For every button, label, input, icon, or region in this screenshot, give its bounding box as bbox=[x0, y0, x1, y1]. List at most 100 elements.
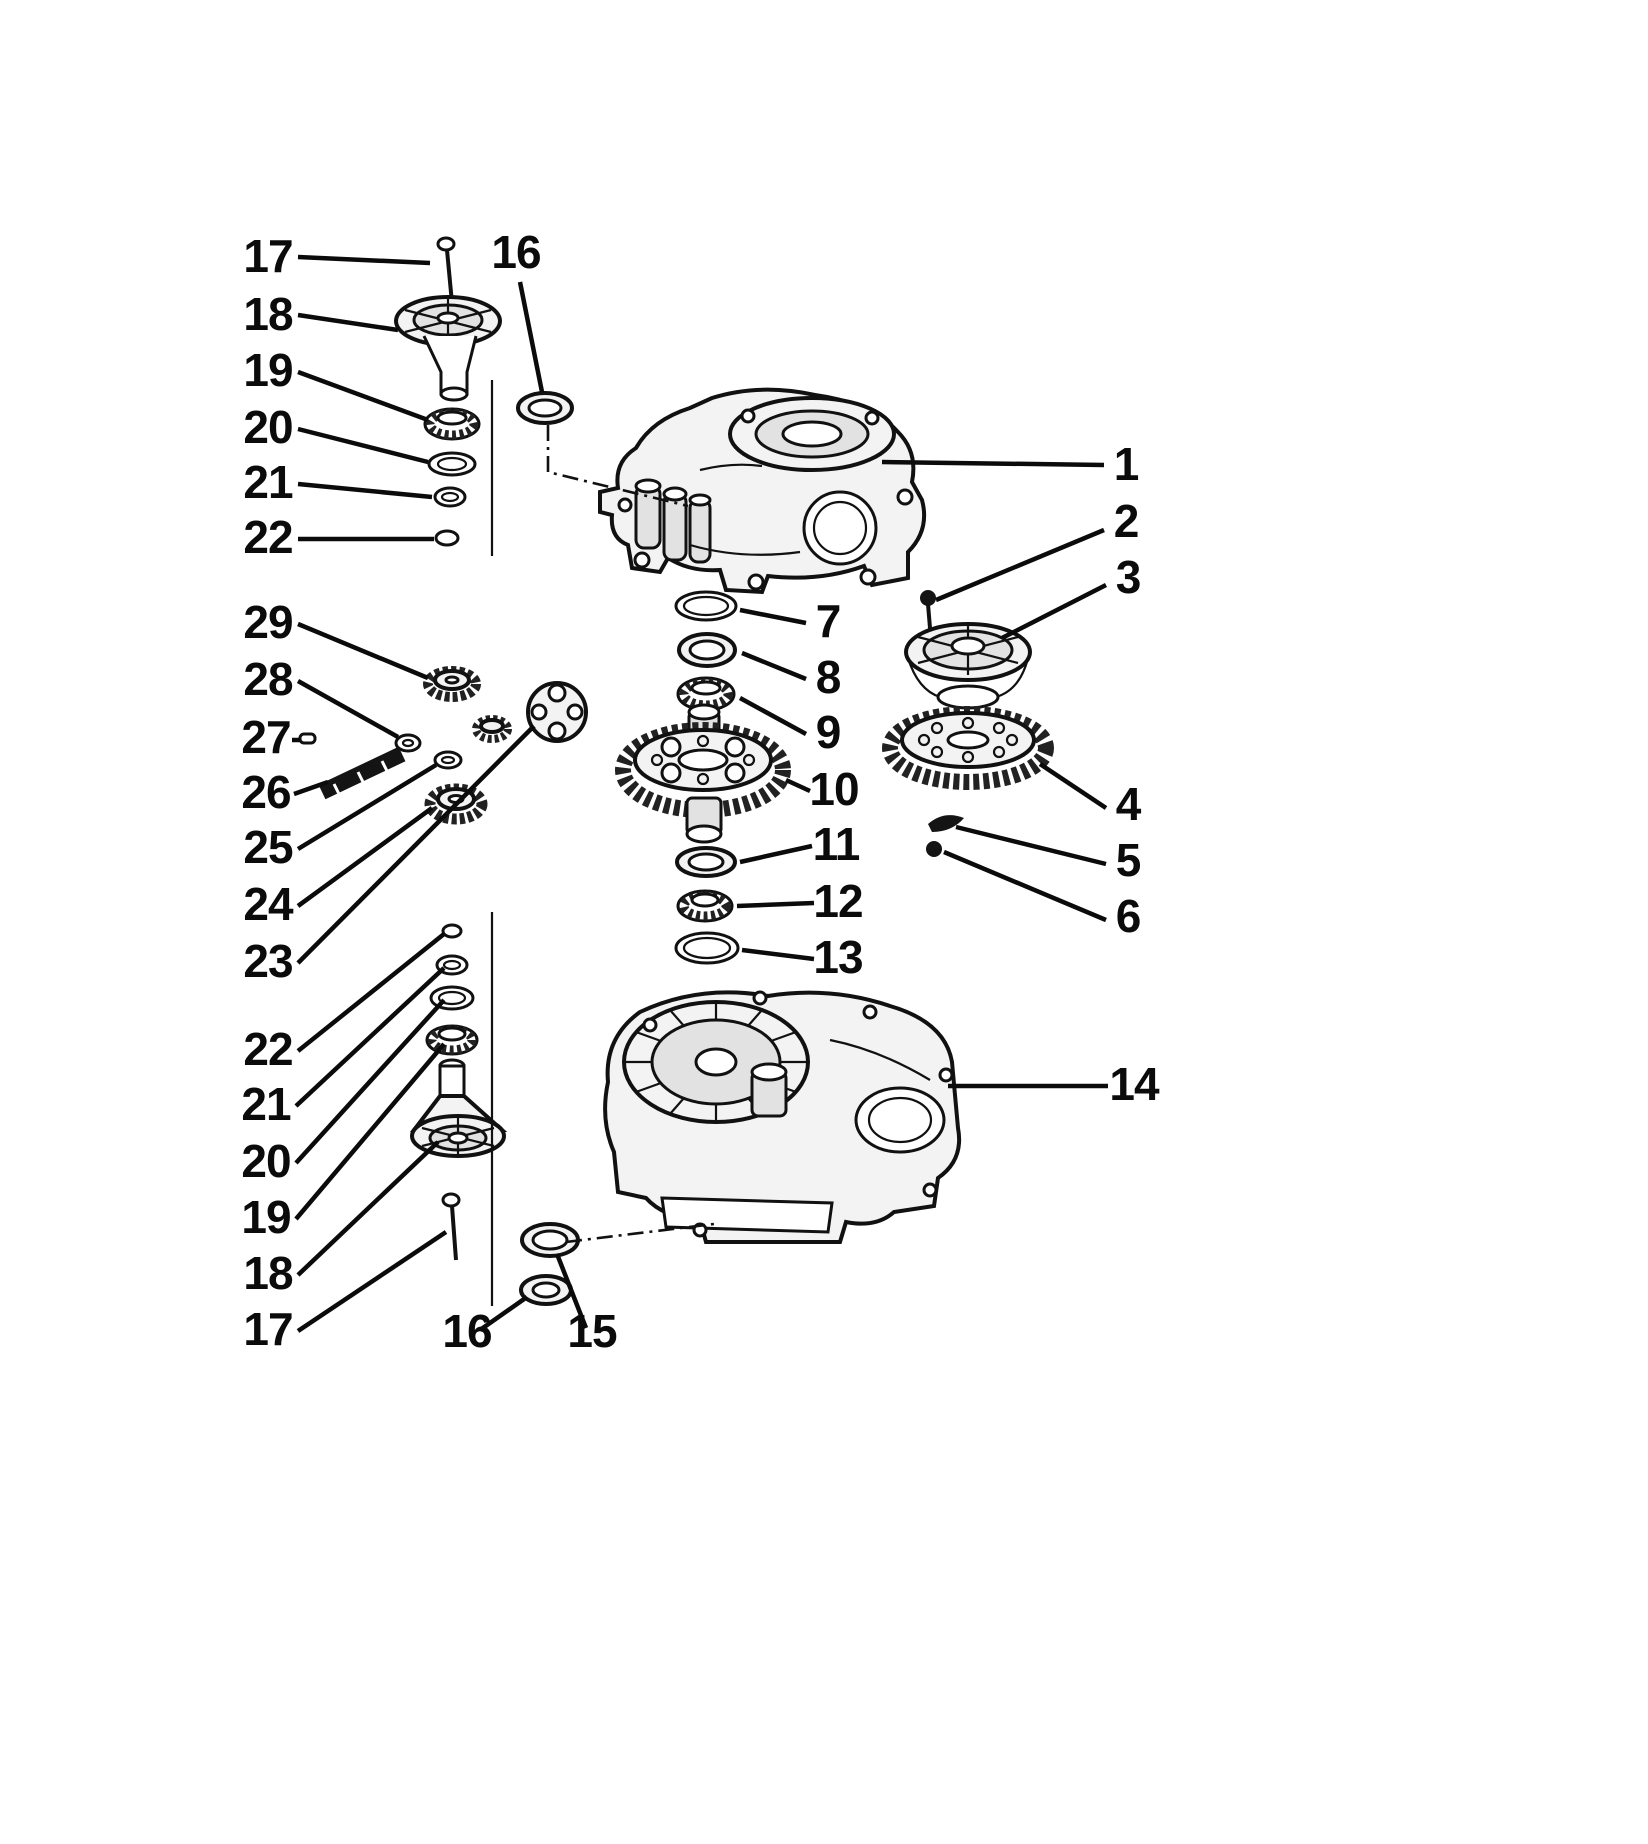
callout-16-top: 16 bbox=[491, 226, 545, 393]
drive-flange-18-upper bbox=[394, 295, 502, 402]
svg-text:20: 20 bbox=[241, 1135, 290, 1187]
callout-6: 6 bbox=[943, 849, 1141, 942]
callout-27: 27 bbox=[241, 711, 300, 763]
washer-22-lower bbox=[441, 923, 463, 939]
thrust-washer-28 bbox=[394, 733, 422, 753]
svg-text:29: 29 bbox=[243, 596, 292, 648]
drive-flange-18-lower bbox=[409, 1058, 508, 1158]
bearing-12 bbox=[676, 889, 734, 923]
seal-16-lower bbox=[519, 1274, 573, 1306]
callout-15-bottom: 15 bbox=[554, 1253, 618, 1357]
seal-15 bbox=[520, 1222, 580, 1258]
bolt-17-lower bbox=[441, 1192, 461, 1261]
svg-text:17: 17 bbox=[243, 230, 292, 282]
callout-21-top: 21 bbox=[243, 456, 433, 508]
svg-text:13: 13 bbox=[813, 931, 862, 983]
svg-text:3: 3 bbox=[1116, 551, 1141, 603]
svg-text:21: 21 bbox=[241, 1078, 291, 1130]
svg-text:20: 20 bbox=[243, 401, 292, 453]
callout-5: 5 bbox=[955, 824, 1142, 886]
callout-10: 10 bbox=[785, 763, 860, 815]
svg-text:19: 19 bbox=[243, 344, 292, 396]
ring-gear-4 bbox=[882, 706, 1054, 790]
callout-16-bottom: 16 bbox=[442, 1295, 529, 1357]
callout-20-top: 20 bbox=[243, 401, 429, 465]
callout-20-bottom: 20 bbox=[241, 998, 446, 1187]
svg-text:17: 17 bbox=[243, 1303, 292, 1355]
axis-line-top bbox=[546, 425, 689, 508]
callout-26: 26 bbox=[241, 766, 329, 818]
svg-text:4: 4 bbox=[1116, 778, 1142, 830]
svg-text:12: 12 bbox=[813, 875, 862, 927]
svg-text:16: 16 bbox=[442, 1305, 491, 1357]
lower-flange-stack bbox=[409, 912, 715, 1306]
right-assembly bbox=[882, 590, 1054, 857]
callout-7: 7 bbox=[739, 595, 841, 647]
seal-11 bbox=[675, 846, 737, 878]
shim-ring-13 bbox=[674, 931, 740, 965]
callout-28: 28 bbox=[243, 653, 400, 739]
callout-3: 3 bbox=[1000, 551, 1141, 641]
callout-9: 9 bbox=[738, 696, 841, 758]
callout-14: 14 bbox=[948, 1058, 1161, 1110]
svg-text:2: 2 bbox=[1114, 495, 1139, 547]
callout-19-top: 19 bbox=[243, 344, 429, 423]
svg-text:25: 25 bbox=[243, 821, 293, 873]
callouts: 17 18 19 20 21 22 16 29 bbox=[241, 226, 1161, 1357]
spider-ball-23 bbox=[526, 681, 588, 743]
side-gear-29 bbox=[423, 666, 481, 702]
svg-text:22: 22 bbox=[243, 511, 292, 563]
bolt-17-upper bbox=[436, 236, 456, 304]
callout-24: 24 bbox=[243, 806, 434, 930]
washer-22-upper bbox=[434, 529, 460, 547]
pinion-gear-small bbox=[472, 715, 512, 743]
callout-22-top: 22 bbox=[243, 511, 434, 563]
svg-text:11: 11 bbox=[813, 818, 860, 870]
callout-12: 12 bbox=[736, 875, 864, 927]
callout-1: 1 bbox=[881, 438, 1140, 490]
svg-text:10: 10 bbox=[809, 763, 858, 815]
svg-text:6: 6 bbox=[1116, 890, 1141, 942]
callout-25: 25 bbox=[243, 763, 438, 873]
axis-line-bottom bbox=[565, 1222, 715, 1244]
svg-text:24: 24 bbox=[243, 878, 294, 930]
callout-4: 4 bbox=[1038, 762, 1143, 830]
svg-text:18: 18 bbox=[243, 288, 293, 340]
thrust-washer-25 bbox=[433, 750, 463, 770]
svg-text:8: 8 bbox=[816, 651, 841, 703]
callout-19-bottom: 19 bbox=[241, 1042, 446, 1243]
svg-text:26: 26 bbox=[241, 766, 290, 818]
svg-text:28: 28 bbox=[243, 653, 293, 705]
svg-text:27: 27 bbox=[241, 711, 290, 763]
ring-21-upper bbox=[433, 486, 467, 508]
lock-clip-5 bbox=[928, 815, 964, 832]
svg-text:14: 14 bbox=[1109, 1058, 1160, 1110]
pinion-shaft-26 bbox=[318, 746, 406, 800]
callout-29: 29 bbox=[243, 596, 429, 681]
callout-18-bottom: 18 bbox=[243, 1140, 440, 1299]
upper-flange-stack bbox=[394, 236, 689, 556]
seal-16-upper bbox=[516, 391, 574, 425]
callout-17-bottom: 17 bbox=[243, 1230, 448, 1355]
callout-21-bottom: 21 bbox=[241, 966, 446, 1130]
lower-housing bbox=[603, 990, 961, 1244]
ring-20-upper bbox=[427, 451, 477, 477]
callout-23: 23 bbox=[243, 724, 536, 987]
svg-text:22: 22 bbox=[243, 1023, 292, 1075]
bearing-19-upper bbox=[423, 407, 481, 441]
callout-13: 13 bbox=[741, 931, 864, 983]
callout-8: 8 bbox=[741, 650, 842, 703]
bolt-6 bbox=[926, 841, 942, 857]
svg-text:5: 5 bbox=[1116, 834, 1141, 886]
svg-text:9: 9 bbox=[816, 706, 841, 758]
differential-assembly-10 bbox=[615, 703, 791, 844]
roll-pin-27 bbox=[298, 732, 317, 745]
center-stack bbox=[615, 590, 791, 965]
upper-housing bbox=[598, 387, 927, 595]
bottom-flange bbox=[660, 1196, 834, 1234]
callout-17-top: 17 bbox=[243, 230, 431, 282]
differential-internals bbox=[298, 666, 588, 825]
callout-18-top: 18 bbox=[243, 288, 399, 340]
